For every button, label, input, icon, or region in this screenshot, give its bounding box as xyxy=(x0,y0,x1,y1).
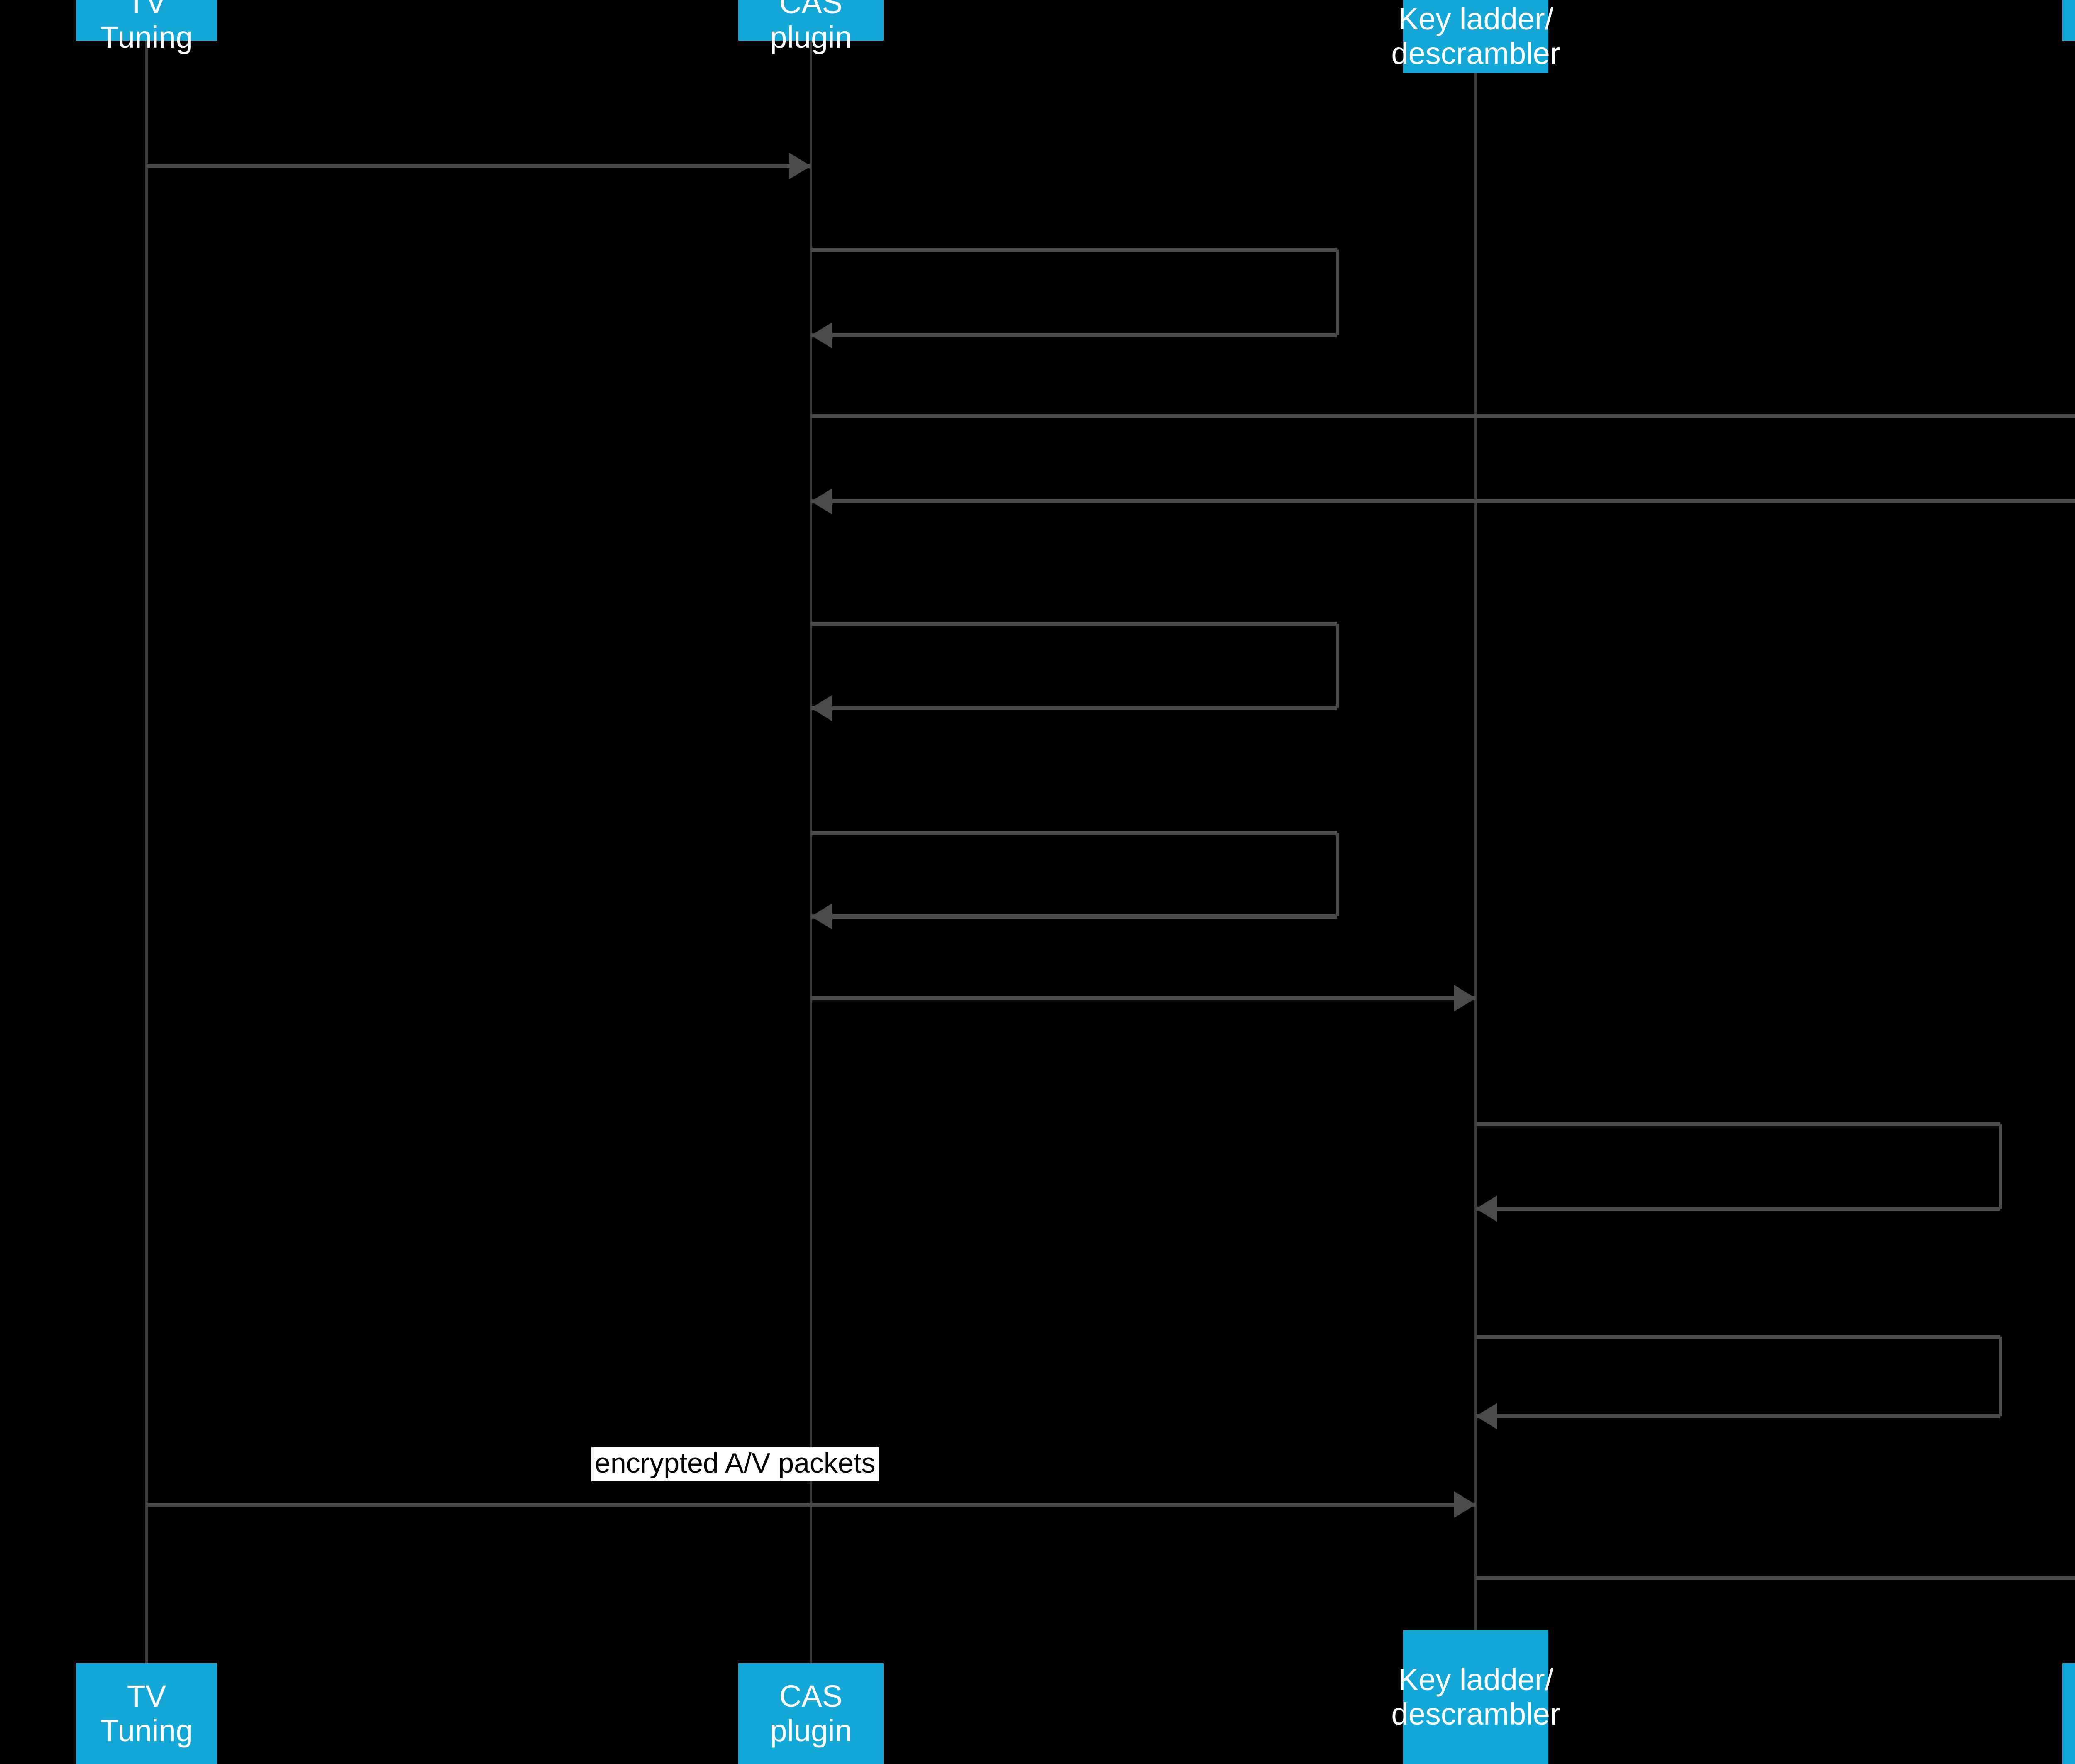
arrowhead-m6 xyxy=(811,903,832,930)
actor-footer-key-ladder[interactable]: Key ladder/ descrambler xyxy=(1391,1630,1560,1764)
actor-label: Decode, display xyxy=(2068,0,2075,55)
selfloop-side-m9 xyxy=(1999,1337,2002,1416)
message-line-m3 xyxy=(811,414,2075,418)
actor-label: TV Tuning xyxy=(100,1678,193,1748)
arrowhead-m8 xyxy=(1476,1195,1497,1222)
arrowhead-m2 xyxy=(811,322,832,349)
actor-label: CAS plugin xyxy=(770,1678,852,1748)
message-label-m10: encrypted A/V packets xyxy=(591,1447,879,1481)
selfloop-top-m8 xyxy=(1476,1122,2000,1126)
selfloop-top-m2 xyxy=(811,248,1337,252)
message-line-m7 xyxy=(811,996,1476,1000)
actor-label: Key ladder/ descrambler xyxy=(1391,1662,1560,1731)
arrowhead-m7 xyxy=(1454,985,1476,1011)
actor-header-decode[interactable]: Decode, display xyxy=(2062,0,2075,41)
selfloop-bottom-m8 xyxy=(1476,1207,2000,1211)
actor-label: CAS plugin xyxy=(770,0,852,54)
message-line-m11 xyxy=(1476,1576,2075,1580)
arrowhead-m4 xyxy=(811,488,832,515)
actor-footer-decode[interactable]: Decode, display xyxy=(2062,1663,2075,1764)
selfloop-top-m5 xyxy=(811,622,1337,626)
message-line-m4 xyxy=(811,499,2075,503)
selfloop-top-m9 xyxy=(1476,1335,2000,1339)
selfloop-side-m6 xyxy=(1336,833,1339,916)
selfloop-side-m8 xyxy=(1999,1124,2002,1209)
message-line-m1 xyxy=(146,164,811,168)
lifeline-tv-tuning xyxy=(145,41,148,1663)
actor-footer-tv-tuning[interactable]: TV Tuning xyxy=(76,1663,217,1764)
actor-label: TV Tuning xyxy=(100,0,193,54)
arrowhead-m1 xyxy=(789,153,811,179)
actor-label: Key ladder/ descrambler xyxy=(1391,2,1560,71)
selfloop-bottom-m9 xyxy=(1476,1414,2000,1418)
selfloop-top-m6 xyxy=(811,831,1337,835)
arrowhead-m10 xyxy=(1454,1491,1476,1518)
arrowhead-m9 xyxy=(1476,1403,1497,1429)
lifeline-cas-plugin xyxy=(810,41,812,1663)
lifeline-key-ladder xyxy=(1474,73,1477,1630)
selfloop-side-m5 xyxy=(1336,624,1339,708)
selfloop-bottom-m2 xyxy=(811,333,1337,337)
selfloop-side-m2 xyxy=(1336,250,1339,335)
selfloop-bottom-m5 xyxy=(811,706,1337,710)
actor-header-key-ladder[interactable]: Key ladder/ descrambler xyxy=(1391,0,1560,73)
actor-header-tv-tuning[interactable]: TV Tuning xyxy=(76,0,217,54)
actor-label: Decode, display xyxy=(2068,1679,2075,1748)
arrowhead-m5 xyxy=(811,695,832,721)
actor-footer-cas-plugin[interactable]: CAS plugin xyxy=(738,1663,884,1764)
actor-header-cas-plugin[interactable]: CAS plugin xyxy=(738,0,884,54)
selfloop-bottom-m6 xyxy=(811,914,1337,919)
